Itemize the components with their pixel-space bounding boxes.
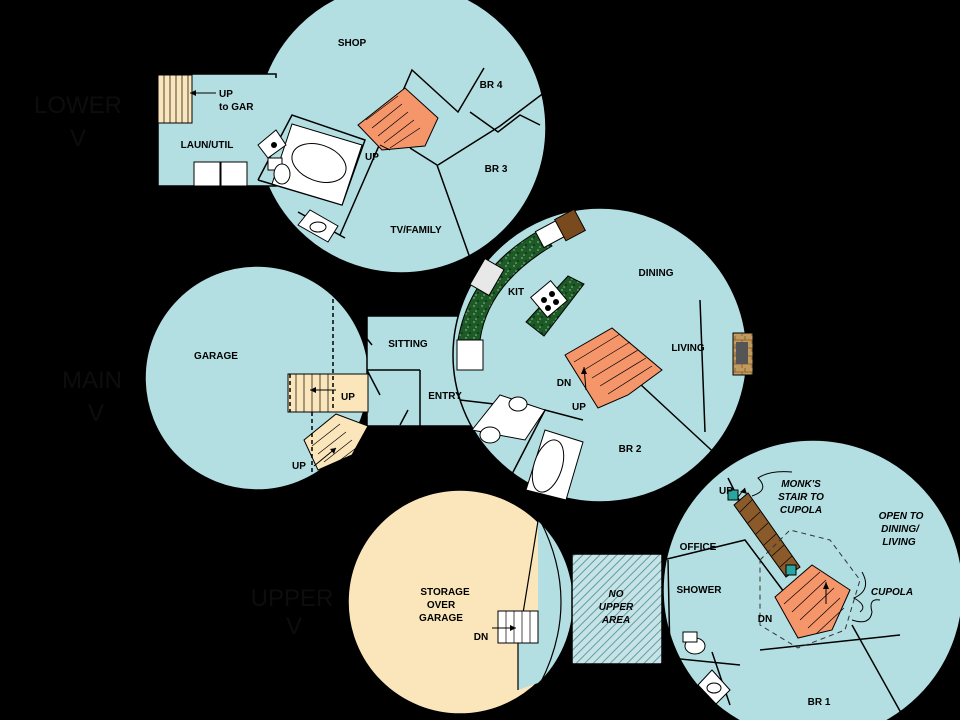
upper-level-plan: STORAGE OVER GARAGE DN NO UPPER AREA OFF… [347, 439, 960, 720]
upper-level-label: UPPER [251, 585, 334, 612]
lower-sink [257, 129, 287, 159]
label-laundry: LAUN/UTIL [181, 140, 234, 151]
kitchen-island [525, 275, 585, 337]
monks-stair [727, 487, 801, 578]
label-living: LIVING [671, 343, 705, 354]
main-stair [564, 327, 663, 409]
label-main-down: DN [557, 378, 571, 389]
lower-level-label: LOWER [34, 92, 122, 119]
main-level-arrow: V [88, 400, 104, 427]
lower-walls [257, 67, 546, 259]
lower-level-plan: UP to GAR LAUN/UTIL [157, 0, 547, 274]
range [456, 339, 484, 371]
label-kitchen: KIT [508, 287, 524, 298]
label-br4: BR 4 [480, 80, 503, 91]
level-labels: LOWER V MAIN V UPPER V [34, 92, 333, 640]
garage-stair-lower [303, 413, 369, 471]
label-up-to-garage-2: to GAR [219, 102, 254, 113]
upper-stair [774, 564, 851, 639]
stair-up-to-garage [157, 74, 216, 124]
label-no-upper-2: UPPER [599, 602, 634, 613]
label-storage-2: OVER [427, 600, 456, 611]
main-bathroom [471, 394, 584, 501]
label-tv-family: TV/FAMILY [390, 225, 442, 236]
main-level-label: MAIN [62, 367, 122, 394]
label-garage-up-right: UP [341, 392, 355, 403]
label-upper-down: DN [758, 614, 772, 625]
label-garage-up-left: UP [292, 461, 306, 472]
label-br3: BR 3 [485, 164, 508, 175]
label-monks-1: MONK'S [781, 479, 821, 490]
main-level-plan: UP UP [144, 207, 754, 503]
label-no-upper-1: NO [609, 589, 624, 600]
cupola-arrow [851, 599, 881, 623]
lower-vanity [297, 209, 339, 243]
storage-right-edge [517, 519, 562, 690]
label-sitting: SITTING [388, 339, 428, 350]
label-open-3: LIVING [882, 537, 916, 548]
label-upper-up: UP [719, 486, 733, 497]
storage-stair [492, 610, 539, 644]
lower-level-arrow: V [70, 125, 86, 152]
upper-level-arrow: V [286, 613, 302, 640]
open-to-dining-arrow [852, 571, 867, 613]
lower-bathtub [271, 123, 363, 206]
lower-stair [357, 87, 439, 151]
label-storage-1: STORAGE [420, 587, 470, 598]
upper-toilet [682, 631, 706, 655]
upper-walls [662, 477, 906, 720]
monks-stair-arrow [751, 471, 793, 497]
storage-right-part [518, 521, 573, 690]
label-storage-down: DN [474, 632, 488, 643]
label-storage-3: GARAGE [419, 613, 463, 624]
garage-walls [289, 278, 334, 480]
label-office: OFFICE [680, 542, 717, 553]
lower-toilet [267, 157, 291, 185]
cupola-outline [759, 529, 861, 649]
label-up-to-garage: UP [219, 89, 233, 100]
label-cupola: CUPOLA [871, 587, 913, 598]
label-br1: BR 1 [808, 697, 831, 708]
label-shower: SHOWER [677, 585, 723, 596]
no-upper-area [571, 553, 663, 665]
label-open-1: OPEN TO [879, 511, 924, 522]
label-no-upper-3: AREA [601, 615, 630, 626]
label-lower-up: UP [365, 152, 379, 163]
pantry [553, 208, 587, 242]
label-dining: DINING [639, 268, 674, 279]
label-main-up: UP [572, 402, 586, 413]
garage-stair-upper [287, 373, 369, 413]
label-monks-2: STAIR TO [778, 492, 824, 503]
upper-sink [697, 669, 731, 705]
label-br2: BR 2 [619, 444, 642, 455]
label-open-2: DINING/ [881, 524, 920, 535]
label-shop: SHOP [338, 38, 367, 49]
kitchen-sink [469, 257, 505, 297]
washer-dryer [193, 161, 248, 187]
label-garage: GARAGE [194, 351, 238, 362]
label-entry: ENTRY [428, 391, 462, 402]
label-monks-3: CUPOLA [780, 505, 822, 516]
